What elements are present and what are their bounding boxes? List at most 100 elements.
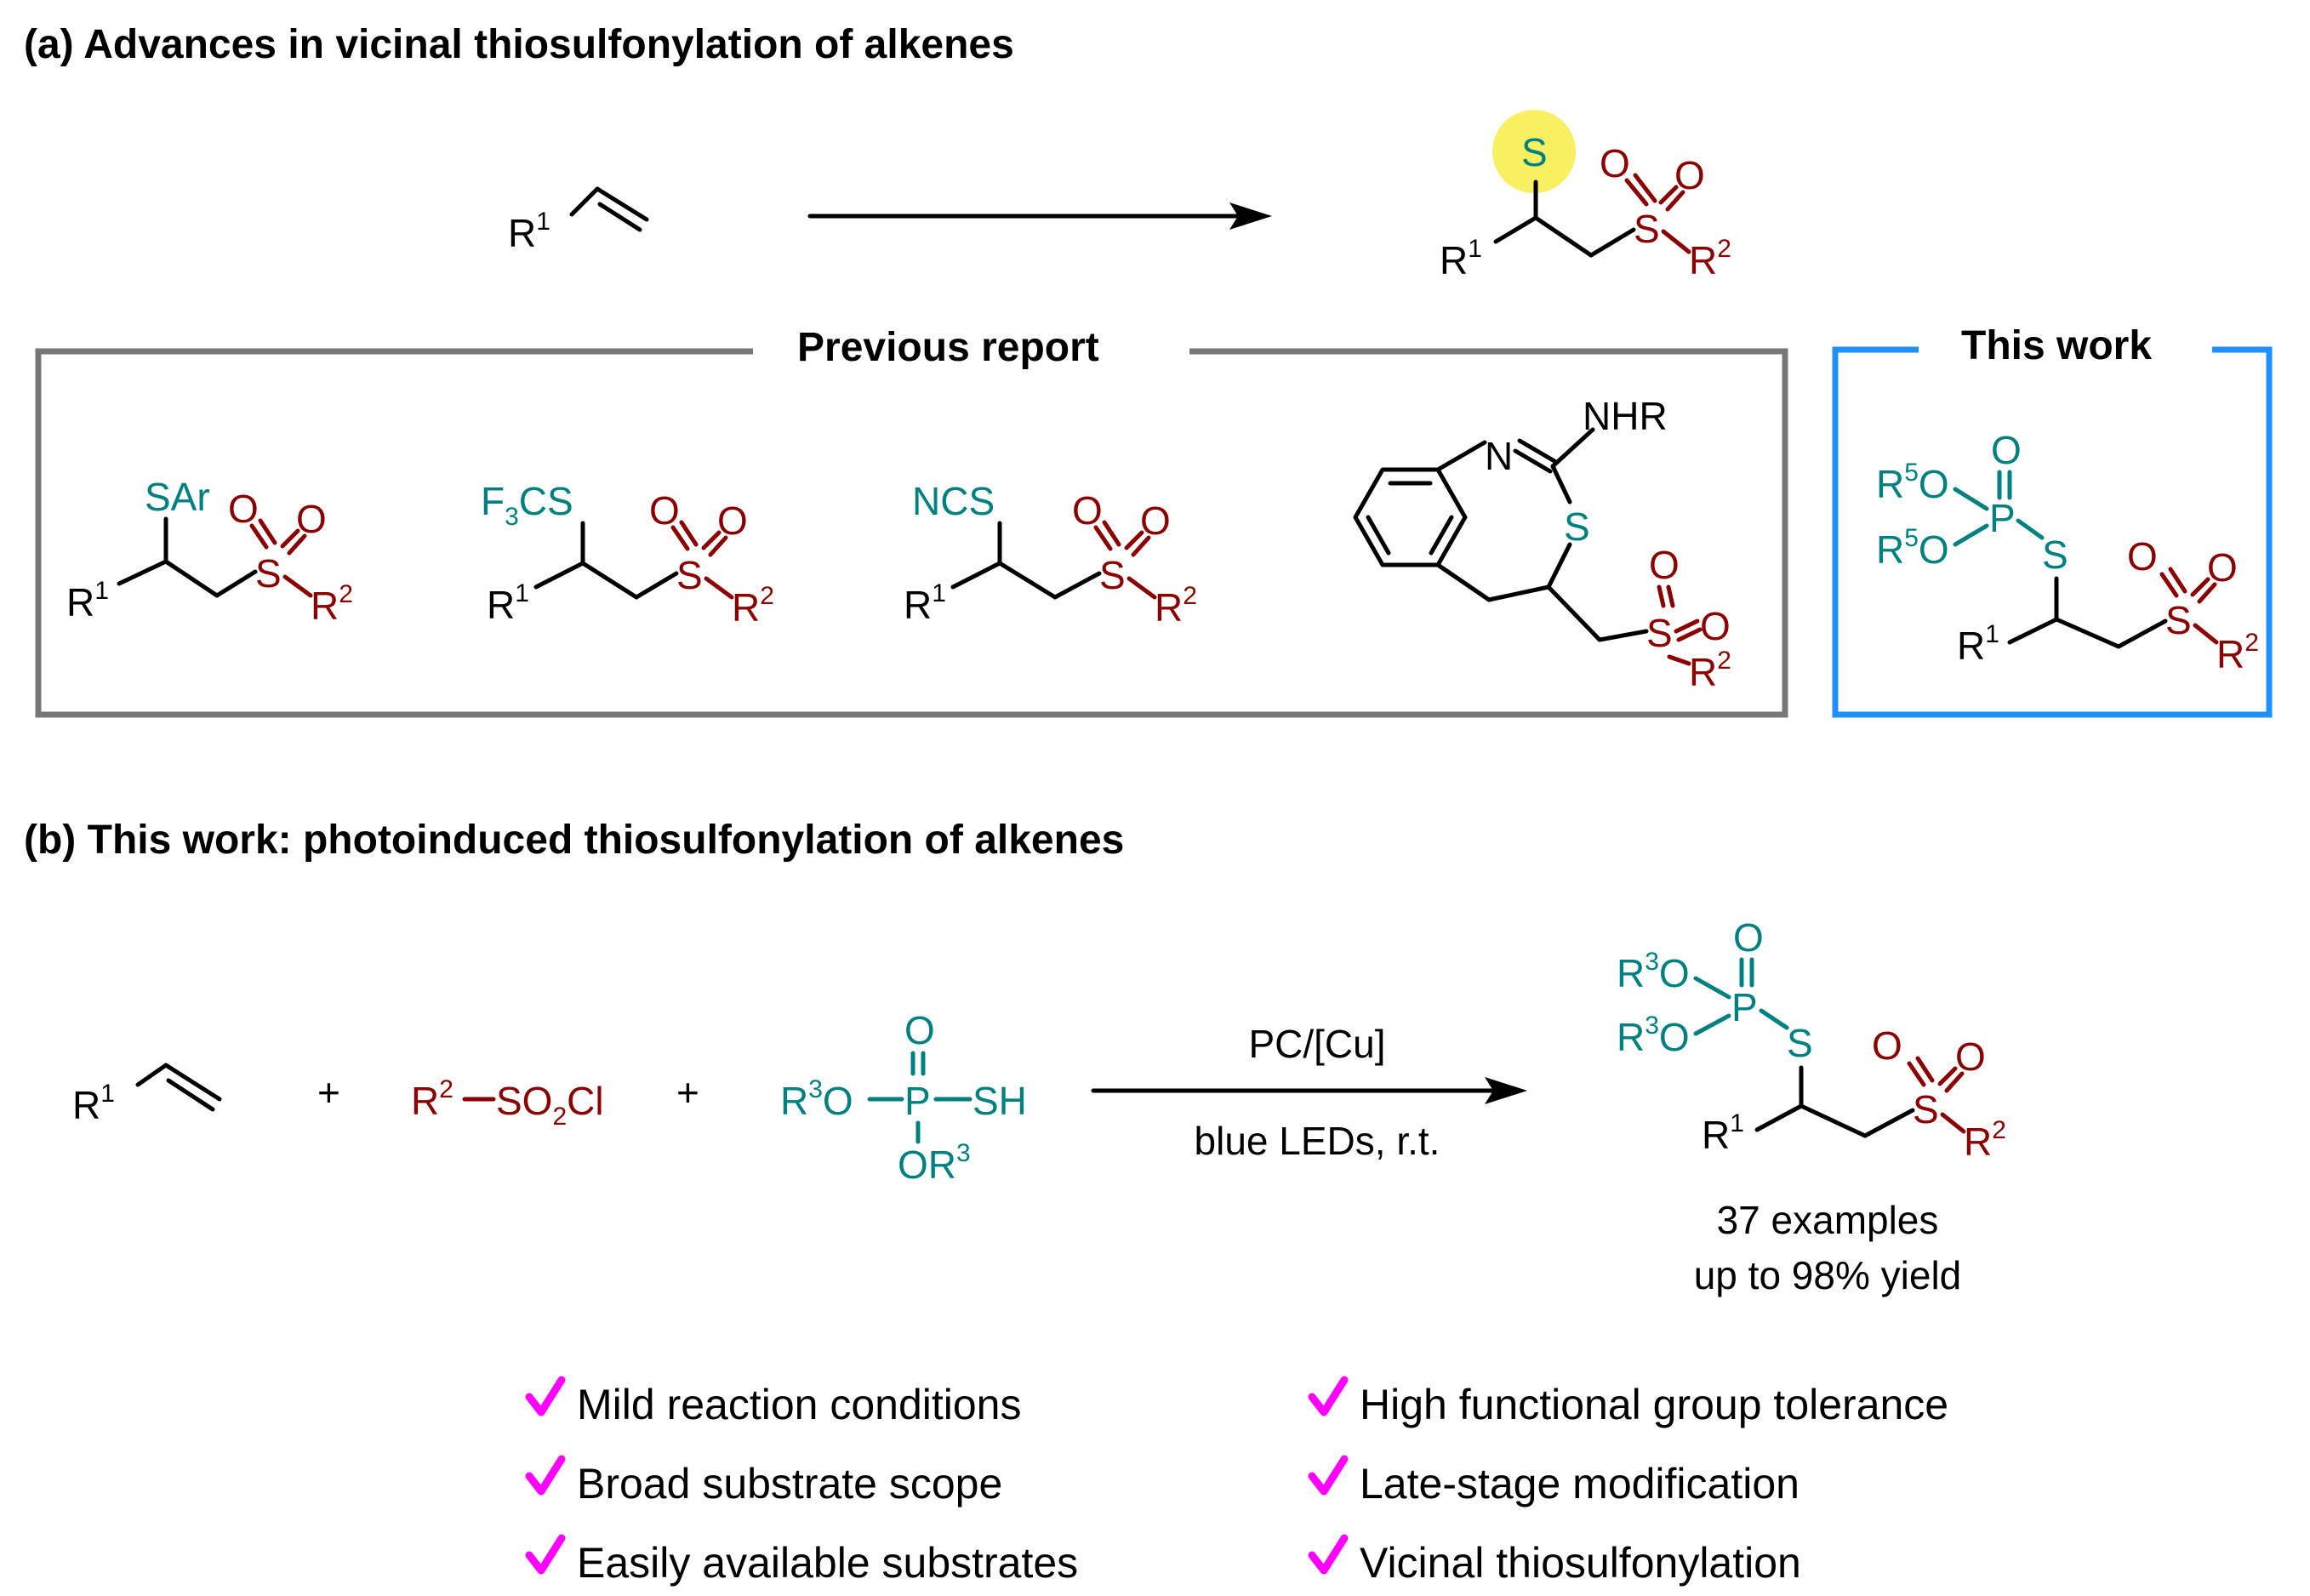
svg-text:R2: R2 (1689, 647, 1731, 694)
svg-text:R2: R2 (1689, 235, 1731, 282)
svg-text:S: S (1646, 611, 1673, 655)
svg-text:O: O (296, 497, 327, 541)
svg-text:O: O (1140, 499, 1171, 543)
check-icon (525, 1534, 566, 1575)
svg-text:Broad substrate scope: Broad substrate scope (577, 1460, 1002, 1508)
check-icon (1308, 1455, 1349, 1496)
svg-text:O: O (1674, 153, 1705, 197)
svg-text:O: O (904, 1008, 935, 1052)
feature-list: Mild reaction conditions High functional… (525, 1376, 1948, 1587)
previous-report-box: Previous report (35, 325, 1788, 718)
this-work-label: This work (1961, 323, 2152, 368)
examples-count: 37 examples (1717, 1198, 1939, 1242)
this-work-compound: O P R5O R5O S R1 S O O R2 (1876, 428, 2259, 676)
svg-text:S: S (1913, 1087, 1939, 1131)
section-b-title: (b) This work: photoinduced thiosulfonyl… (24, 818, 1124, 863)
compound-f3cs: F3CS R1 S O O R2 (481, 479, 774, 630)
svg-text:O: O (1872, 1023, 1902, 1068)
svg-text:NHR: NHR (1583, 394, 1668, 438)
svg-text:S: S (1787, 1021, 1813, 1065)
feature-item: Vicinal thiosulfonylation (1308, 1534, 1801, 1587)
svg-text:R1: R1 (1957, 620, 1999, 668)
svg-text:R2: R2 (732, 582, 774, 630)
svg-text:R2: R2 (2216, 629, 2259, 676)
svg-text:O: O (1733, 915, 1764, 960)
svg-text:OR3: OR3 (898, 1139, 971, 1187)
svg-text:O: O (1955, 1035, 1986, 1079)
compound-benzothiazepine: N NHR S S O O R2 (1353, 394, 1731, 694)
reagent-sulfonyl-chloride: R2 SO2Cl (411, 1075, 604, 1131)
feature-item: Easily available substrates (525, 1534, 1078, 1587)
svg-text:Vicinal thiosulfonylation: Vicinal thiosulfonylation (1360, 1539, 1801, 1587)
svg-text:R1: R1 (72, 1080, 115, 1127)
svg-text:R5O: R5O (1876, 459, 1949, 506)
svg-text:P: P (1731, 985, 1758, 1029)
svg-text:R1: R1 (1702, 1109, 1744, 1157)
svg-text:Mild reaction conditions: Mild reaction conditions (577, 1381, 1022, 1428)
svg-text:P: P (904, 1079, 931, 1123)
compound-ncs: NCS R1 S O O R2 (904, 479, 1197, 630)
compound-sar: SAr R1 S O O R2 (66, 475, 353, 628)
svg-text:O: O (228, 487, 259, 531)
reagent-alkene: R1 (72, 1063, 222, 1127)
svg-text:R1: R1 (66, 577, 109, 624)
reagent-thiophosphate: O R3O P SH OR3 (780, 1008, 1027, 1187)
svg-text:O: O (1600, 141, 1630, 185)
svg-text:S: S (1099, 553, 1126, 597)
svg-text:O: O (717, 499, 748, 543)
svg-text:Easily available substrates: Easily available substrates (577, 1539, 1078, 1587)
svg-text:S: S (676, 553, 703, 597)
svg-text:R2: R2 (411, 1075, 453, 1123)
svg-text:R3O: R3O (1617, 948, 1690, 995)
svg-text:R1: R1 (1440, 235, 1482, 282)
main-reaction-arrow: PC/[Cu] blue LEDs, r.t. (1091, 1022, 1527, 1163)
svg-text:O: O (1700, 604, 1731, 648)
check-icon (1308, 1376, 1349, 1416)
svg-text:R3O: R3O (780, 1075, 853, 1123)
svg-text:F3CS: F3CS (481, 479, 573, 531)
svg-text:SO2Cl: SO2Cl (496, 1079, 604, 1131)
feature-item: Broad substrate scope (525, 1455, 1002, 1508)
svg-text:S: S (1634, 207, 1660, 251)
svg-text:S: S (1564, 504, 1590, 549)
svg-text:O: O (649, 488, 680, 533)
conditions-bottom: blue LEDs, r.t. (1195, 1119, 1440, 1163)
svg-text:R2: R2 (1155, 582, 1197, 630)
svg-text:O: O (2207, 545, 2238, 590)
plus-sign-2: + (676, 1070, 699, 1114)
svg-text:SAr: SAr (145, 475, 210, 519)
previous-report-label: Previous report (797, 325, 1099, 370)
top-product: S R1 S O O R2 (1440, 110, 1731, 282)
svg-text:O: O (1991, 428, 2022, 472)
svg-text:Late-stage modification: Late-stage modification (1360, 1460, 1800, 1508)
svg-text:High functional group toleranc: High functional group tolerance (1360, 1381, 1948, 1428)
svg-text:SH: SH (972, 1079, 1027, 1123)
svg-text:R2: R2 (311, 580, 353, 628)
svg-text:P: P (1989, 496, 2016, 540)
feature-item: High functional group tolerance (1308, 1376, 1948, 1428)
svg-text:R2: R2 (1964, 1116, 2006, 1164)
feature-item: Mild reaction conditions (525, 1376, 1022, 1428)
svg-text:R5O: R5O (1876, 524, 1949, 572)
check-icon (525, 1455, 566, 1496)
svg-text:O: O (1072, 488, 1103, 533)
plus-sign-1: + (317, 1070, 340, 1114)
section-a-title: (a) Advances in vicinal thiosulfonylatio… (24, 22, 1014, 67)
top-alkene: R1 (508, 186, 649, 255)
yield-range: up to 98% yield (1694, 1253, 1962, 1297)
svg-text:S: S (1521, 130, 1548, 174)
svg-text:R1: R1 (508, 208, 550, 255)
top-reaction-arrow (807, 202, 1272, 230)
this-work-box: This work (1832, 323, 2273, 718)
svg-text:O: O (1649, 543, 1680, 587)
svg-text:O: O (2127, 534, 2158, 579)
svg-text:S: S (255, 551, 282, 596)
svg-text:S: S (2165, 598, 2192, 642)
svg-text:R1: R1 (487, 579, 529, 627)
svg-text:S: S (2042, 533, 2068, 577)
svg-text:R1: R1 (904, 579, 946, 627)
feature-item: Late-stage modification (1308, 1455, 1800, 1508)
svg-text:R3O: R3O (1617, 1012, 1690, 1059)
check-icon (525, 1376, 566, 1416)
